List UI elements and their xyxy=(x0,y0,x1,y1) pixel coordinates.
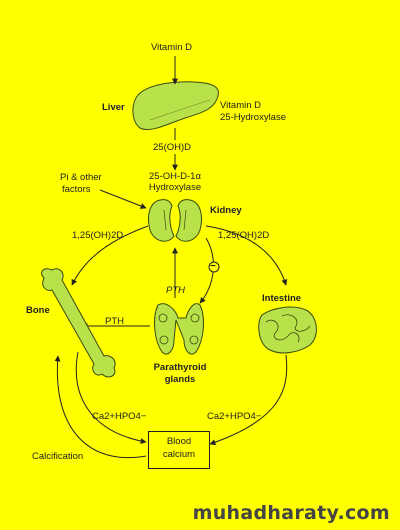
label-ions-left: Ca2+HPO4− xyxy=(92,411,147,422)
label-pth-left: PTH xyxy=(105,316,124,327)
label-parathyroid-line2: glands xyxy=(164,374,196,385)
label-alpha-hydroxylase-line1: 25-OH-D-1α xyxy=(149,171,201,182)
label-liver: Liver xyxy=(102,102,125,113)
parathyroid-shape xyxy=(154,303,204,355)
inhibit-circle xyxy=(208,261,220,273)
label-intestine: Intestine xyxy=(262,293,302,304)
label-calcification: Calcification xyxy=(32,451,84,462)
footer-bar xyxy=(0,498,400,530)
label-25ohd: 25(OH)D xyxy=(153,142,192,153)
liver-shape xyxy=(132,81,219,131)
label-vitd-25-hydroxylase-line2: 25-Hydroxylase xyxy=(220,112,286,123)
inhibit-sign: − xyxy=(210,261,216,272)
label-1-25-oh2d-left: 1,25(OH)2D xyxy=(72,230,124,241)
label-ions-right: Ca2+HPO4− xyxy=(207,411,262,422)
arrow-kidney-to-intestine xyxy=(205,225,288,286)
arrow-bone-to-blood xyxy=(75,351,147,445)
label-blood-calcium-line2: calcium xyxy=(162,449,196,460)
label-vitd-25-hydroxylase-line1: Vitamin D xyxy=(220,100,262,111)
label-alpha-hydroxylase-line2: Hydroxylase xyxy=(148,182,202,193)
label-1-25-oh2d-right: 1,25(OH)2D xyxy=(218,230,270,241)
arrow-blood-to-bone xyxy=(54,355,147,458)
label-vitamin-d: Vitamin D xyxy=(151,42,193,53)
label-blood-calcium-line1: Blood xyxy=(166,436,192,447)
label-pth-center: PTH xyxy=(166,285,185,296)
watermark-text: muhadharaty.com xyxy=(192,502,390,524)
arrow-pi-to-kidney xyxy=(99,189,147,209)
bone-shape xyxy=(41,268,116,378)
label-parathyroid-line1: Parathyroid xyxy=(153,362,207,373)
label-kidney: Kidney xyxy=(210,205,242,216)
blood-calcium-box xyxy=(148,431,210,469)
arrow-intestine-to-blood xyxy=(209,354,288,446)
label-bone: Bone xyxy=(26,305,50,316)
label-pi-factors-line2: factors xyxy=(62,184,91,195)
label-pi-factors-line1: Pi & other xyxy=(60,172,102,183)
arrow-kidney-to-bone xyxy=(71,225,149,286)
intestine-shape xyxy=(258,306,317,354)
kidney-shape xyxy=(147,199,203,242)
